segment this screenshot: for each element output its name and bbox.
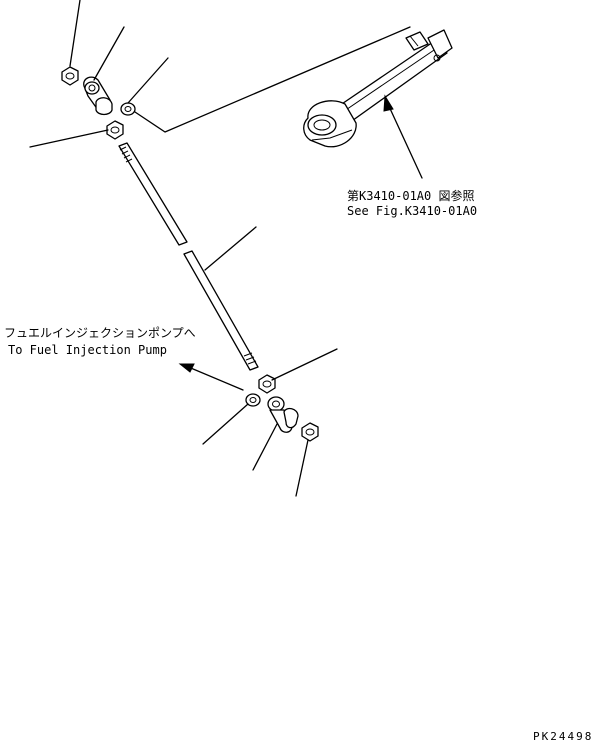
destination-note-jp: フュエルインジェクションポンプへ (4, 326, 196, 340)
reference-note-en: See Fig.K3410-01A0 (347, 204, 477, 218)
lower-hardware (245, 374, 319, 442)
lever-assembly (303, 29, 453, 148)
upper-hardware (61, 66, 136, 140)
reference-note-jp: 第K3410-01A0 図参照 (347, 188, 474, 203)
rod (118, 142, 259, 371)
leader-lines (29, 0, 423, 497)
drawing-id: PK24498 (533, 730, 593, 743)
destination-note-en: To Fuel Injection Pump (8, 343, 167, 357)
